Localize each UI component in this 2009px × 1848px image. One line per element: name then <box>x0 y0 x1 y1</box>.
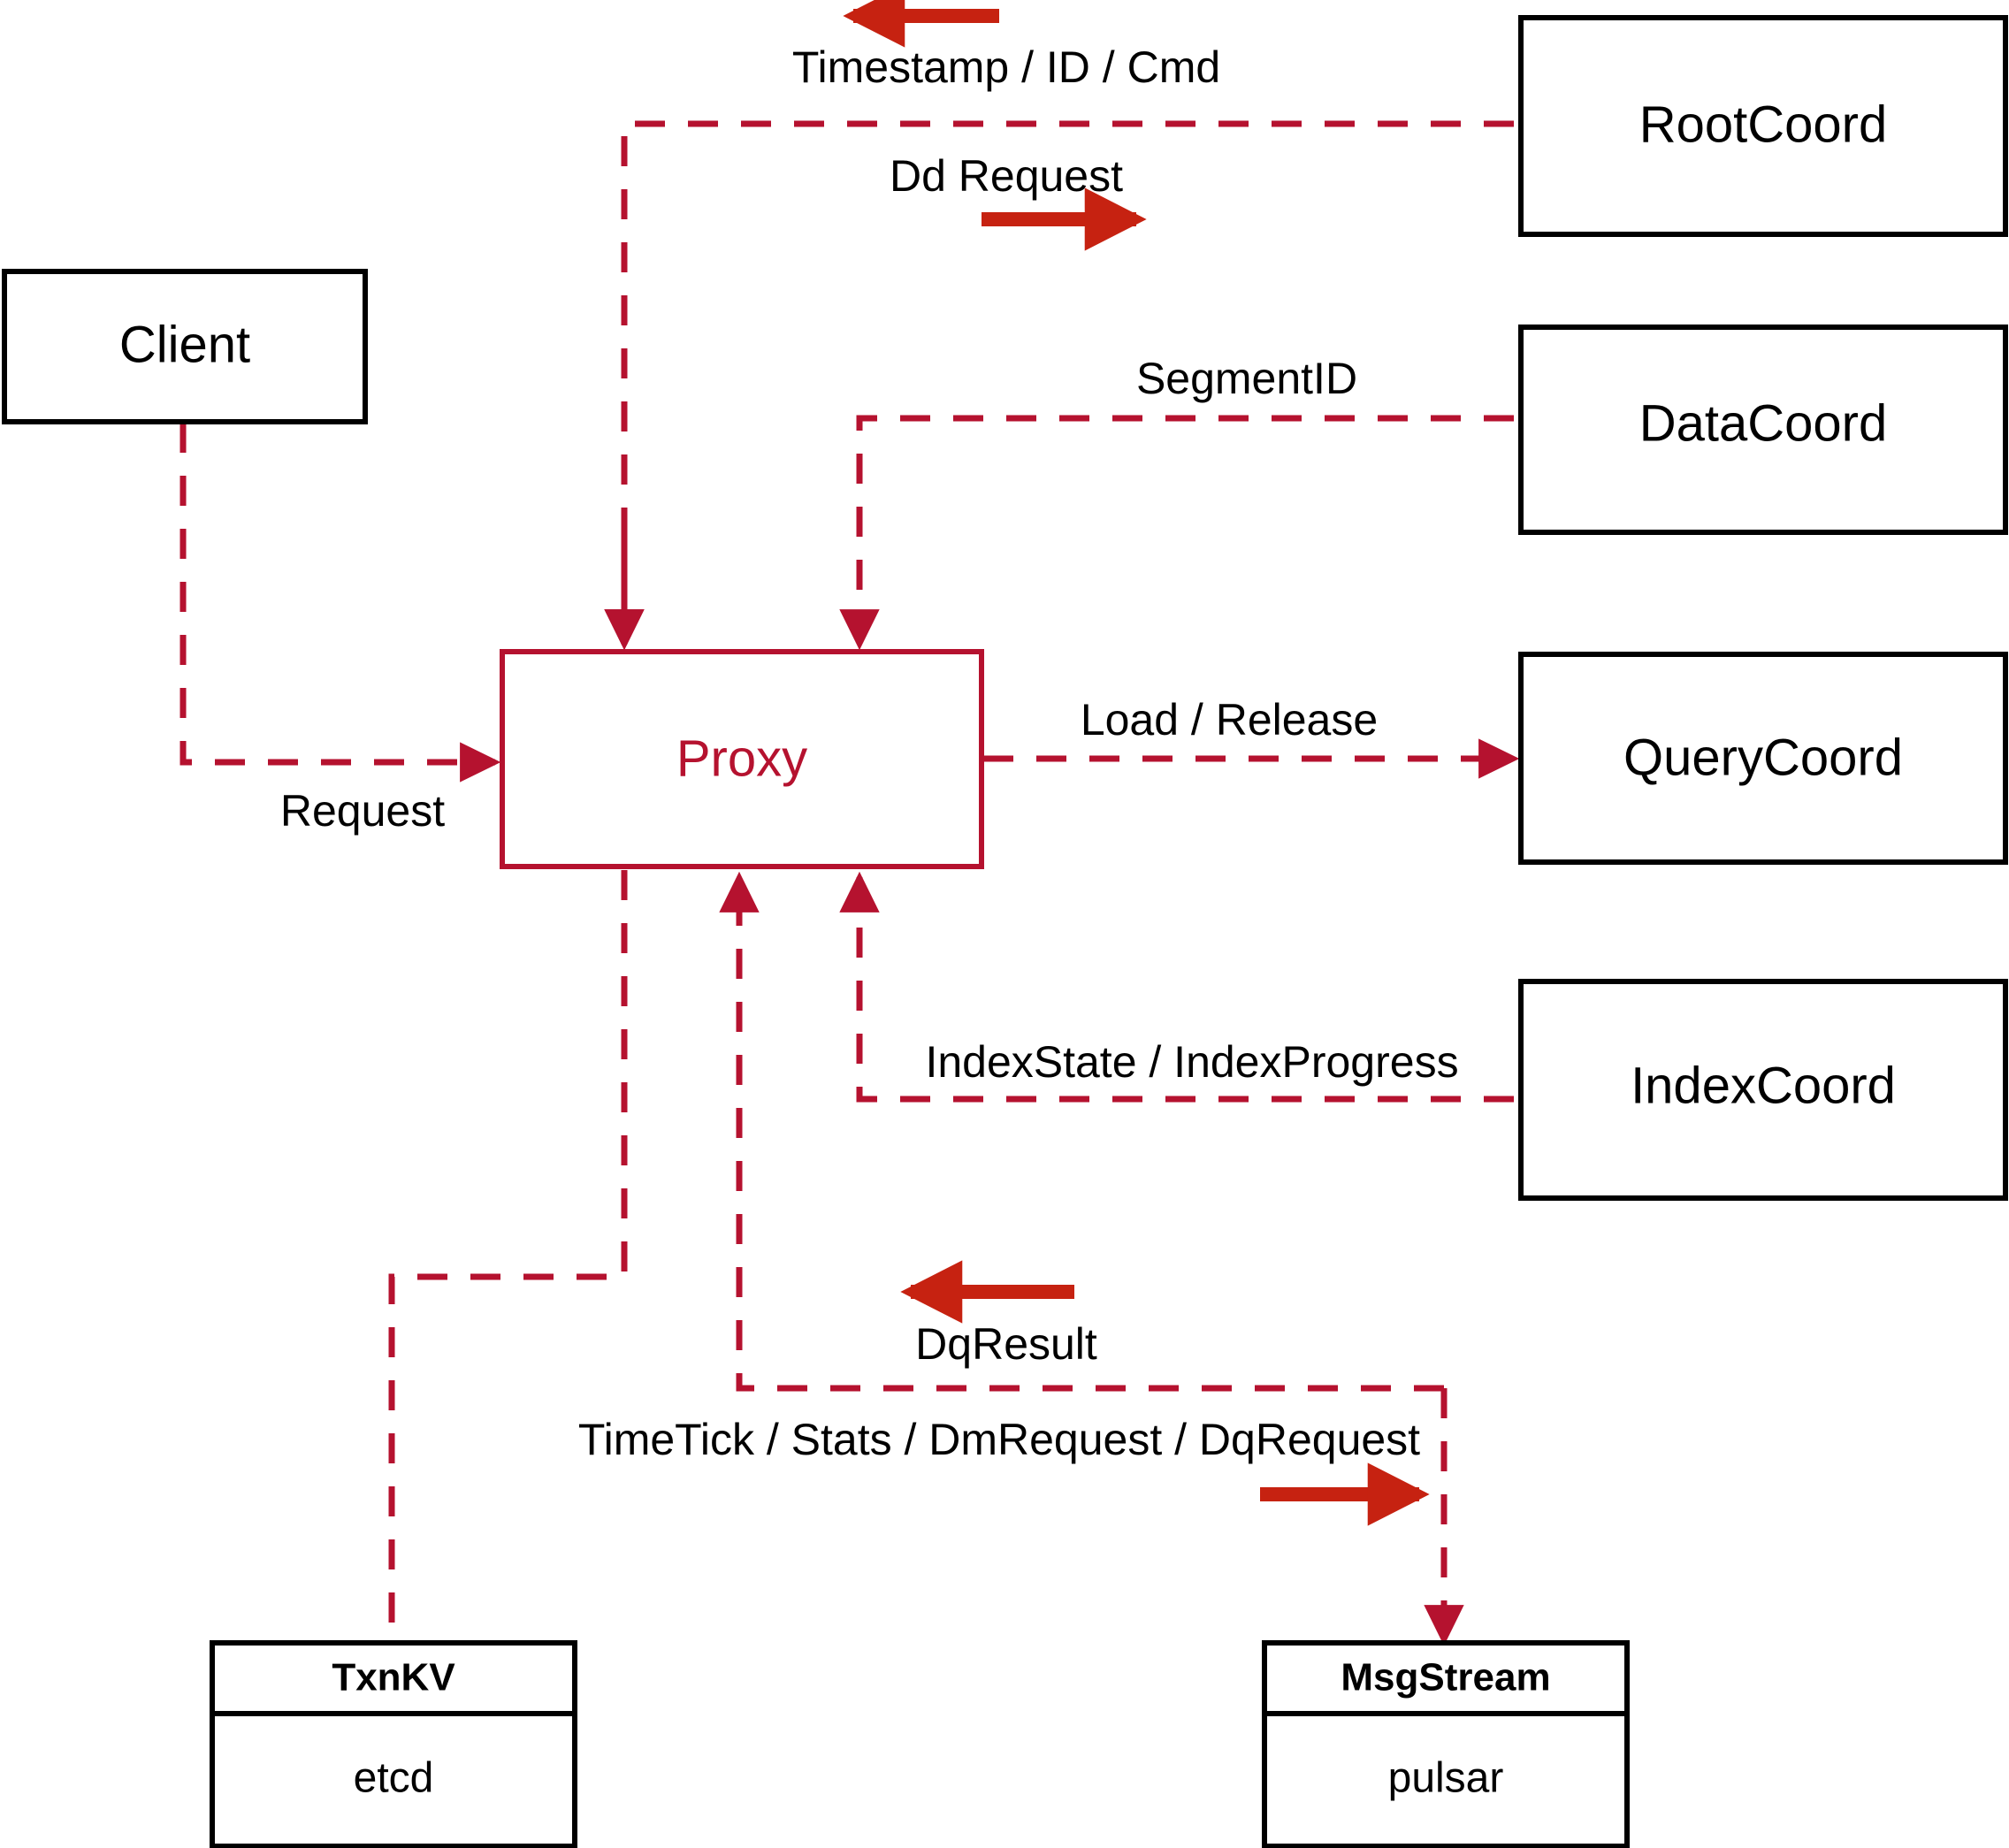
edge-label-index-state-progress: IndexState / IndexProgress <box>925 1037 1458 1087</box>
edge-msgstream-to-proxy <box>719 871 1444 1392</box>
node-rootcoord-label: RootCoord <box>1639 95 1887 153</box>
node-msgstream[interactable]: MsgStream pulsar <box>1262 1640 1630 1848</box>
node-proxy[interactable]: Proxy <box>500 649 984 869</box>
edge-label-timetick-stats: TimeTick / Stats / DmRequest / DqRequest <box>578 1415 1420 1464</box>
node-txnkv[interactable]: TxnKV etcd <box>210 1640 577 1848</box>
node-querycoord[interactable]: QueryCoord <box>1518 652 2008 865</box>
node-indexcoord-box[interactable] <box>1518 979 2008 1201</box>
node-querycoord-label: QueryCoord <box>1623 729 1903 786</box>
node-proxy-box[interactable] <box>500 649 984 869</box>
node-msgstream-body: pulsar <box>1388 1755 1504 1802</box>
node-txnkv-title: TxnKV <box>332 1656 455 1699</box>
edge-label-load-release: Load / Release <box>1081 695 1378 745</box>
node-indexcoord[interactable]: IndexCoord <box>1518 979 2008 1201</box>
edge-proxy-to-rootcoord <box>604 120 1514 651</box>
node-datacoord[interactable]: DataCoord <box>1518 325 2008 535</box>
edge-label-dd-request: Dd Request <box>890 151 1123 201</box>
edge-datacoord-to-proxy <box>839 415 1514 651</box>
edge-label-request: Request <box>280 786 445 836</box>
node-txnkv-box[interactable] <box>210 1640 577 1848</box>
node-rootcoord[interactable]: RootCoord <box>1518 15 2008 237</box>
node-msgstream-title: MsgStream <box>1341 1656 1550 1699</box>
node-datacoord-label: DataCoord <box>1639 394 1887 452</box>
node-client-box[interactable] <box>2 269 368 424</box>
node-msgstream-box[interactable] <box>1262 1640 1630 1848</box>
edge-proxy-to-txnkv <box>388 870 628 1645</box>
node-rootcoord-box[interactable] <box>1518 15 2008 237</box>
edge-label-dq-result: DqResult <box>915 1319 1097 1369</box>
node-txnkv-body: etcd <box>354 1755 434 1802</box>
node-datacoord-box[interactable] <box>1518 325 2008 535</box>
node-client-label: Client <box>119 316 250 373</box>
edge-label-segment-id: SegmentID <box>1136 354 1357 403</box>
edge-label-timestamp-id-cmd: Timestamp / ID / Cmd <box>792 42 1220 92</box>
node-querycoord-box[interactable] <box>1518 652 2008 865</box>
node-proxy-label: Proxy <box>676 729 807 787</box>
node-indexcoord-label: IndexCoord <box>1631 1057 1896 1114</box>
edge-client-to-proxy <box>180 423 501 783</box>
node-client[interactable]: Client <box>2 269 368 424</box>
edge-indexcoord-to-proxy <box>839 871 1514 1103</box>
